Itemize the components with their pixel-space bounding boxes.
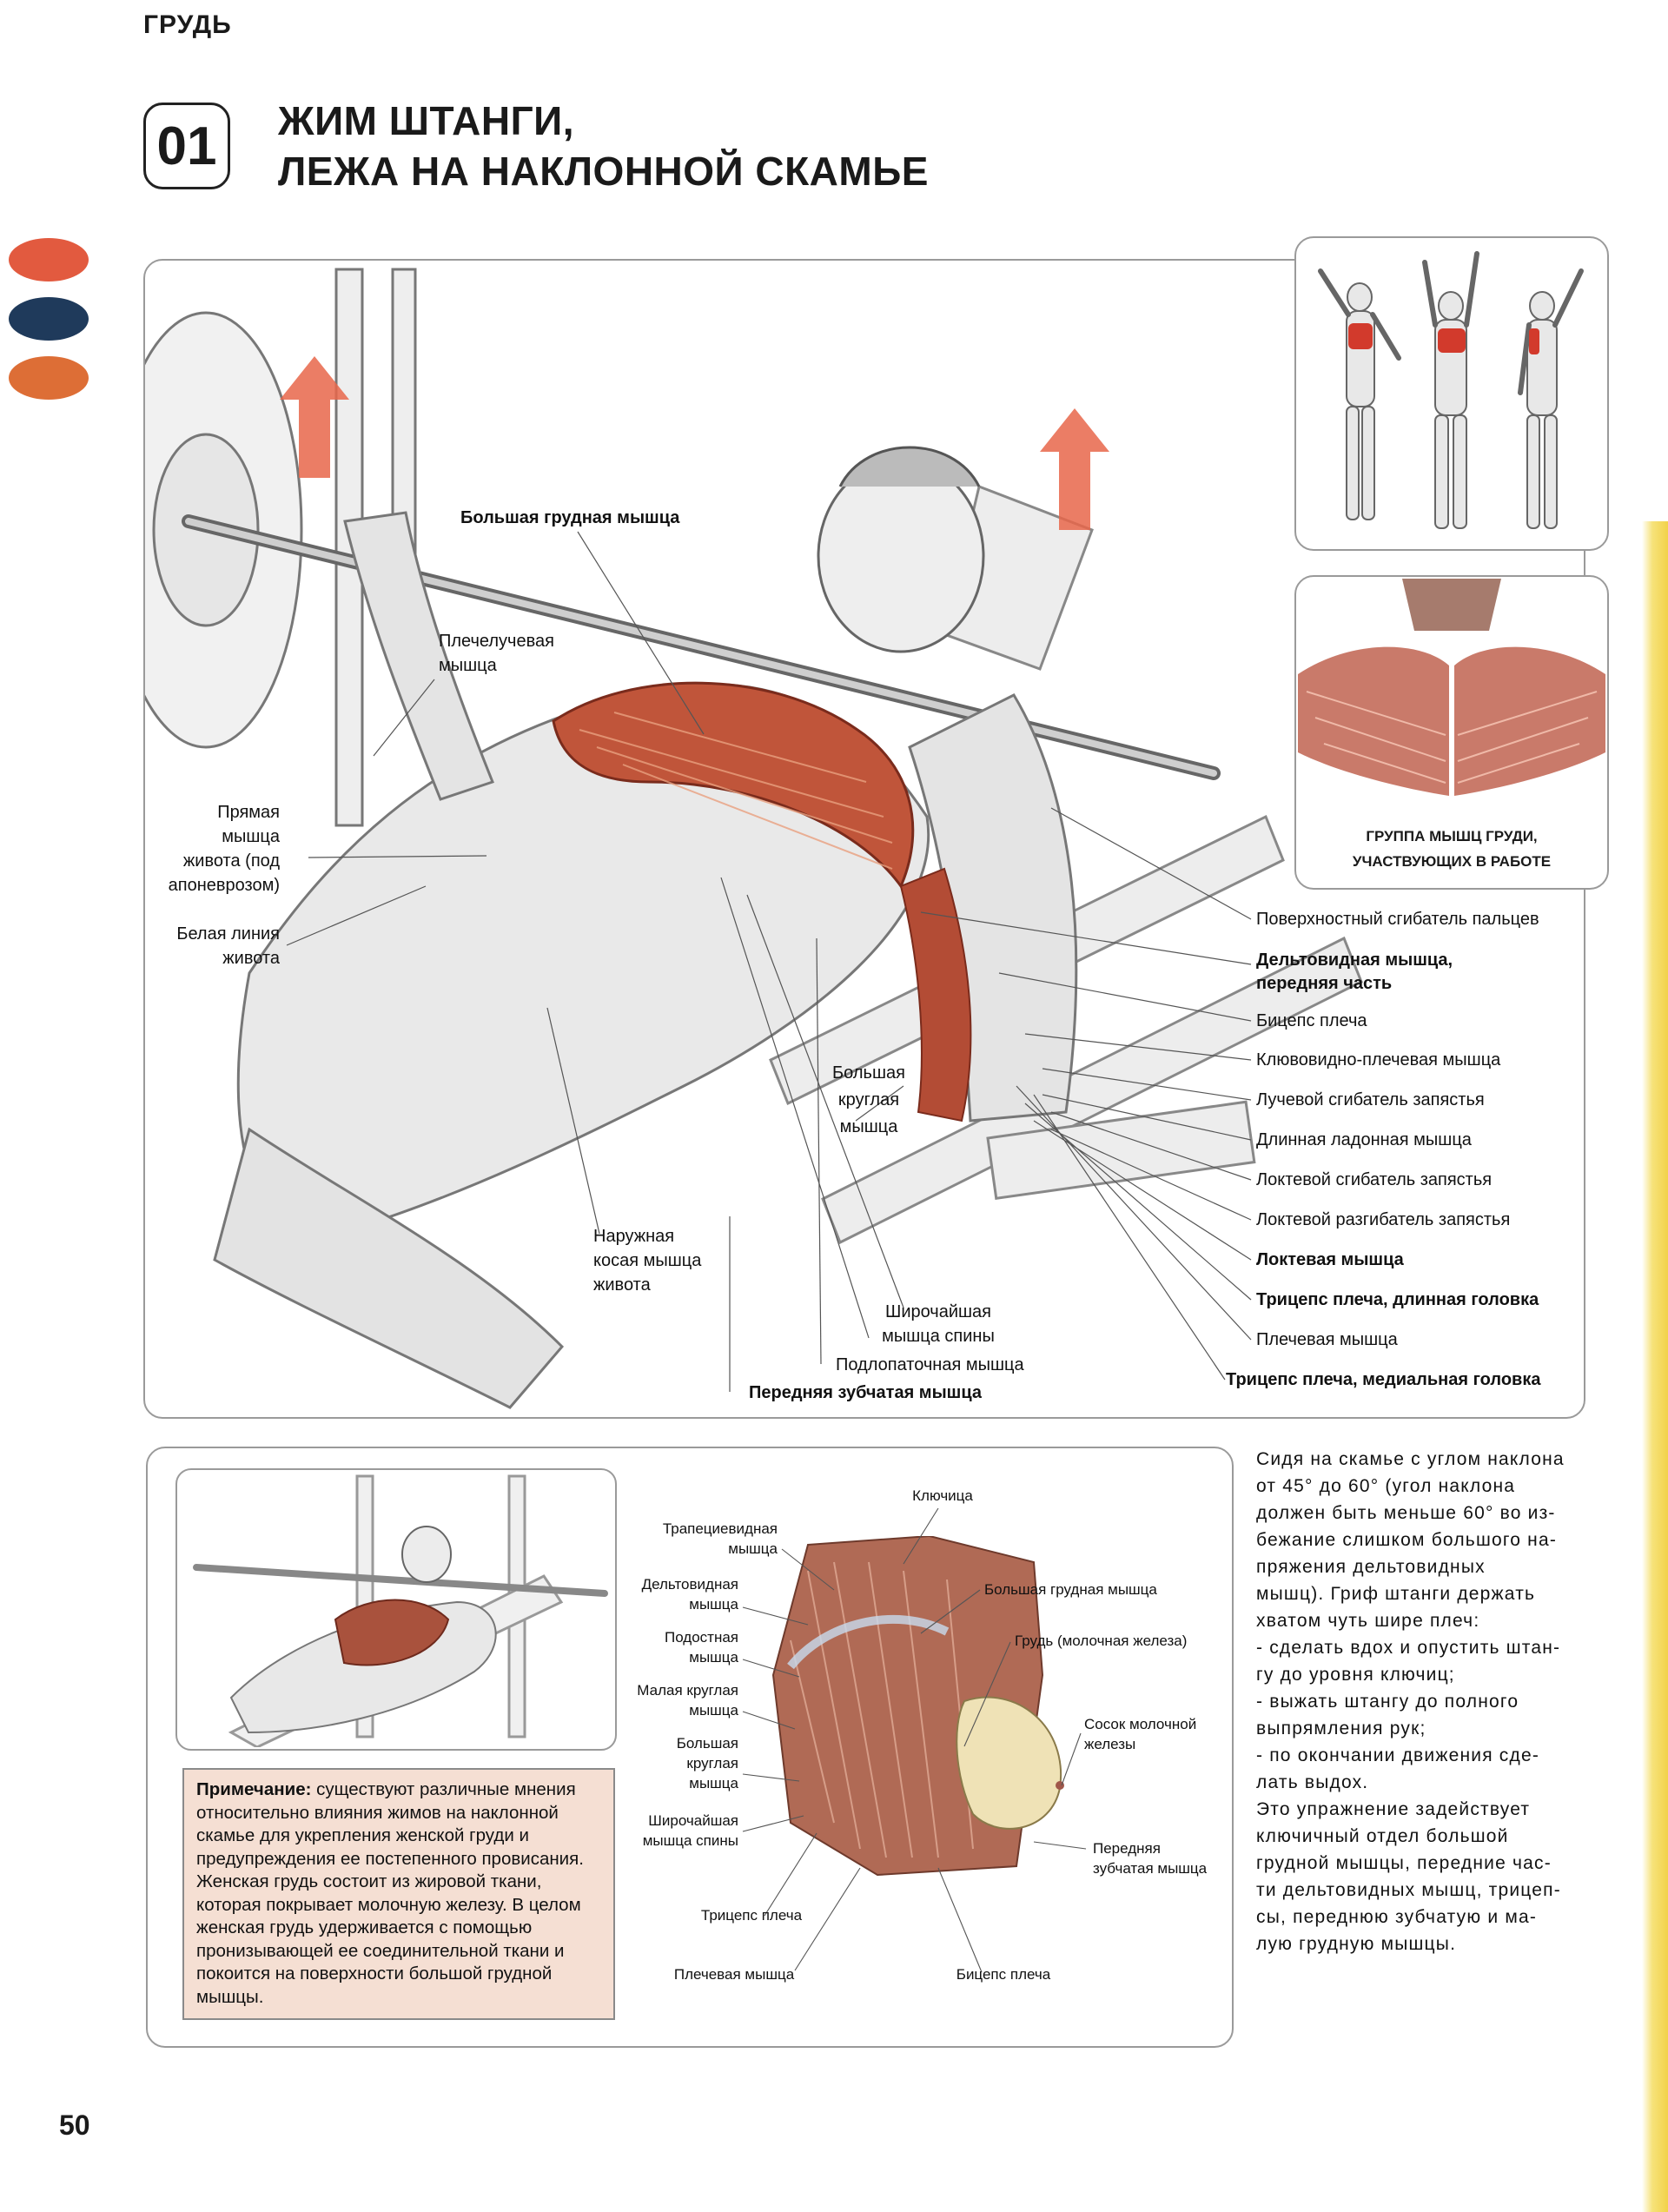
flabel-trap-2: мышца	[728, 1540, 778, 1557]
muscle-group-figures	[1318, 251, 1584, 529]
label-brachioradialis-2: мышца	[439, 656, 497, 675]
label-brachialis: Плечевая мышца	[1256, 1330, 1398, 1349]
flabel-biceps: Бицепс плеча	[956, 1966, 1051, 1983]
label-deltoid-anterior-2: передняя часть	[1256, 974, 1393, 993]
flabel-pec-major: Большая грудная мышца	[984, 1581, 1157, 1598]
chest-group-caption-2: УЧАСТВУЮЩИХ В РАБОТЕ	[1352, 853, 1552, 870]
flabel-infraspinatus-2: мышца	[689, 1649, 738, 1666]
label-rectus-4: апоневрозом)	[168, 876, 280, 895]
flabel-nipple-1: Сосок молочной	[1084, 1716, 1197, 1732]
label-flexor-digitorum: Поверхностный сгибатель пальцев	[1256, 910, 1539, 929]
label-triceps-long: Трицепс плеча, длинная головка	[1256, 1290, 1539, 1309]
label-oblique-3: живота	[593, 1275, 651, 1295]
label-brachioradialis-1: Плечелучевая	[439, 632, 554, 651]
page-number: 50	[59, 2109, 90, 2141]
female-anatomy-image	[771, 1536, 1064, 1877]
flabel-triceps: Трицепс плеча	[700, 1907, 803, 1924]
label-palmaris-longus: Длинная ладонная мышца	[1256, 1130, 1472, 1149]
flabel-teres-major-3: мышца	[689, 1775, 738, 1791]
color-tab-navy	[9, 297, 89, 341]
label-rectus-1: Прямая	[217, 803, 280, 822]
note-label: Примечание:	[196, 1779, 312, 1799]
flabel-nipple-2: железы	[1084, 1736, 1136, 1752]
flabel-clavicle: Ключица	[912, 1487, 973, 1504]
flabel-deltoid-1: Дельтовидная	[641, 1576, 738, 1593]
label-rectus-2: мышца	[222, 827, 280, 846]
flabel-serratus-2: зубчатая мышца	[1093, 1860, 1208, 1877]
label-pec-major: Большая грудная мышца	[460, 508, 680, 527]
flabel-trap-1: Трапециевидная	[662, 1520, 778, 1537]
flabel-lat-1: Широчайшая	[648, 1812, 738, 1829]
note-box: Примечание: существуют различные мнения …	[182, 1768, 615, 2020]
label-oblique-2: косая мышца	[593, 1251, 702, 1270]
chest-group-caption-1: ГРУППА МЫШЦ ГРУДИ,	[1366, 828, 1538, 844]
label-teres-major-3: мышца	[839, 1117, 898, 1136]
chest-muscles-image	[1298, 579, 1605, 796]
exercise-description: Сидя на скамье с углом наклона от 45° до…	[1256, 1449, 1565, 1954]
section-label: ГРУДЬ	[143, 10, 232, 39]
flabel-serratus-1: Передняя	[1093, 1840, 1161, 1857]
flabel-teres-major-2: круглая	[686, 1755, 738, 1772]
label-oblique-1: Наружная	[593, 1227, 675, 1246]
flabel-teres-major-1: Большая	[676, 1735, 738, 1752]
label-teres-major-1: Большая	[832, 1063, 905, 1083]
flabel-infraspinatus-1: Подостная	[664, 1629, 738, 1646]
lift-arrow-left	[280, 356, 349, 478]
flabel-lat-2: мышца спины	[642, 1832, 738, 1849]
label-linea-alba-2: живота	[222, 949, 280, 968]
flabel-deltoid-2: мышца	[689, 1596, 738, 1613]
female-press-image	[193, 1474, 608, 1747]
label-anconeus: Локтевая мышца	[1256, 1250, 1404, 1269]
color-tab-orange	[9, 356, 89, 400]
label-flexor-carpi-ulnaris: Локтевой сгибатель запястья	[1256, 1170, 1493, 1189]
label-linea-alba-1: Белая линия	[176, 924, 280, 944]
title-line-2: ЛЕЖА НА НАКЛОННОЙ СКАМЬЕ	[278, 149, 929, 194]
label-extensor-carpi-ulnaris: Локтевой разгибатель запястья	[1256, 1210, 1511, 1229]
label-flexor-carpi-radialis: Лучевой сгибатель запястья	[1256, 1090, 1485, 1109]
note-text: существуют различные мнения относительно…	[196, 1779, 584, 2007]
label-triceps-medial: Трицепс плеча, медиальная головка	[1226, 1370, 1541, 1389]
color-tab-red	[9, 238, 89, 281]
label-subscapularis: Подлопаточная мышца	[836, 1355, 1024, 1374]
label-serratus: Передняя зубчатая мышца	[749, 1383, 983, 1402]
label-deltoid-anterior-1: Дельтовидная мышца,	[1256, 950, 1453, 970]
label-lat-1: Широчайшая	[884, 1302, 992, 1321]
lift-arrow-right	[1040, 408, 1109, 530]
label-biceps: Бицепс плеча	[1256, 1011, 1367, 1030]
label-lat-2: мышца спины	[882, 1327, 995, 1346]
page-edge-bar	[1642, 521, 1668, 2212]
label-rectus-3: живота (под	[182, 851, 280, 871]
flabel-teres-minor-1: Малая круглая	[637, 1682, 738, 1699]
flabel-brachialis: Плечевая мышца	[673, 1966, 795, 1983]
label-teres-major-2: круглая	[837, 1090, 900, 1109]
flabel-teres-minor-2: мышца	[689, 1702, 738, 1719]
exercise-number: 01	[143, 103, 230, 189]
label-coracobrachialis: Клювовидно-плечевая мышца	[1256, 1050, 1501, 1070]
title-line-1: ЖИМ ШТАНГИ,	[278, 98, 575, 143]
flabel-breast: Грудь (молочная железа)	[1015, 1633, 1188, 1649]
